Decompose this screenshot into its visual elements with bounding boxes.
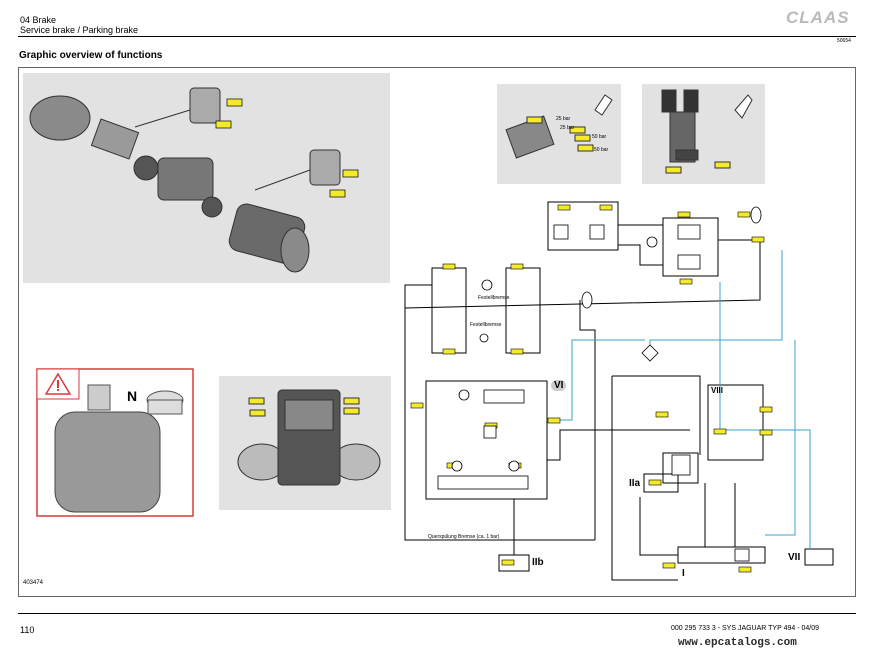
figure-number: 403474	[23, 580, 44, 586]
claas-logo: CLAAS	[786, 8, 850, 27]
axle-tags	[215, 98, 359, 198]
axle-drawing	[29, 87, 341, 273]
page-number: 110	[20, 625, 35, 635]
hydraulic-lines	[404, 201, 834, 581]
pressure-label-1: 25 bar	[556, 116, 571, 122]
circuit-label-i: I	[682, 568, 685, 579]
circuit-label-viii: VIII	[711, 386, 724, 395]
document-id: 000 295 733 3 - SYS JAGUAR TYP 494 - 04/…	[671, 625, 819, 632]
circuit-label-vi: VI	[551, 380, 567, 391]
header-divider	[18, 36, 856, 37]
parking-brake-label-2: Festellbremse	[470, 322, 502, 328]
chapter-title: 04 Brake	[20, 15, 57, 25]
circuit-label-vii: VII	[788, 552, 801, 563]
circuit-label-iib: IIb	[532, 557, 544, 568]
warning-letter: N	[127, 388, 138, 404]
pressure-label-4: 50 bar	[594, 147, 609, 153]
figure-frame	[18, 67, 856, 597]
component-symbols	[437, 206, 762, 562]
brake-unit-drawing	[237, 389, 381, 486]
pedal-drawing	[661, 89, 753, 174]
cross-flush-label: Querspülung Bremse (ca. 1 bar)	[428, 534, 500, 540]
footer-divider	[18, 613, 856, 614]
warning-box	[36, 368, 194, 517]
watermark-url: www.epcatalogs.com	[678, 637, 797, 649]
valve-block-drawing	[505, 94, 613, 159]
pressure-label-3: 50 bar	[592, 134, 607, 140]
doc-code: 50654	[837, 38, 851, 44]
page-title: Graphic overview of functions	[19, 50, 163, 61]
subchapter-title: Service brake / Parking brake	[20, 25, 139, 35]
pressure-label-2: 25 bar	[560, 125, 575, 131]
circuit-label-iia: IIa	[629, 478, 641, 489]
parking-brake-label-1: Festellbremse	[478, 295, 510, 301]
